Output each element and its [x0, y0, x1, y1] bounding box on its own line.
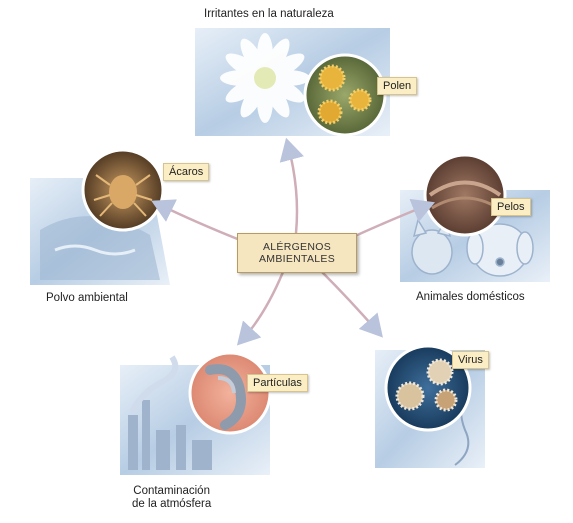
mite-circle: [81, 148, 165, 232]
pollution-panel: [120, 351, 272, 475]
virus-panel: [375, 344, 485, 468]
pollution-caption-line1: Contaminación: [133, 485, 210, 497]
virus-circle: [384, 344, 472, 432]
center-line2: AMBIENTALES: [258, 253, 336, 265]
pollen-circle: [303, 53, 387, 137]
pets-caption: Animales domésticos: [416, 291, 525, 303]
dust-panel: [30, 148, 170, 285]
dust-caption: Polvo ambiental: [46, 292, 128, 304]
tag-pelos: Pelos: [491, 198, 531, 216]
nature-caption: Irritantes en la naturaleza: [204, 8, 334, 20]
tag-polen: Polen: [377, 77, 418, 95]
fur-circle: [423, 153, 507, 237]
arrow-to-nature: [279, 137, 304, 234]
center-allergens-box: ALÉRGENOS AMBIENTALES: [237, 233, 357, 273]
tag-acaros: Ácaros: [163, 163, 210, 181]
pollution-caption: Contaminación de la atmósfera: [132, 485, 211, 511]
arrow-to-pets: [354, 198, 435, 238]
connector-arrows: [151, 137, 435, 346]
dog-illustration: [466, 223, 534, 277]
arrow-to-pollution: [236, 271, 285, 346]
tag-particulas: Partículas: [247, 374, 308, 392]
center-line1: ALÉRGENOS: [262, 241, 332, 253]
tag-virus: Virus: [452, 351, 489, 369]
daisy-flower: [220, 33, 310, 123]
arrow-to-virus: [321, 271, 383, 338]
nature-panel: [195, 28, 390, 137]
pets-panel: [400, 153, 550, 282]
arrow-to-dust: [151, 199, 241, 242]
pollution-caption-line2: de la atmósfera: [132, 498, 212, 510]
particles-circle: [188, 351, 272, 435]
